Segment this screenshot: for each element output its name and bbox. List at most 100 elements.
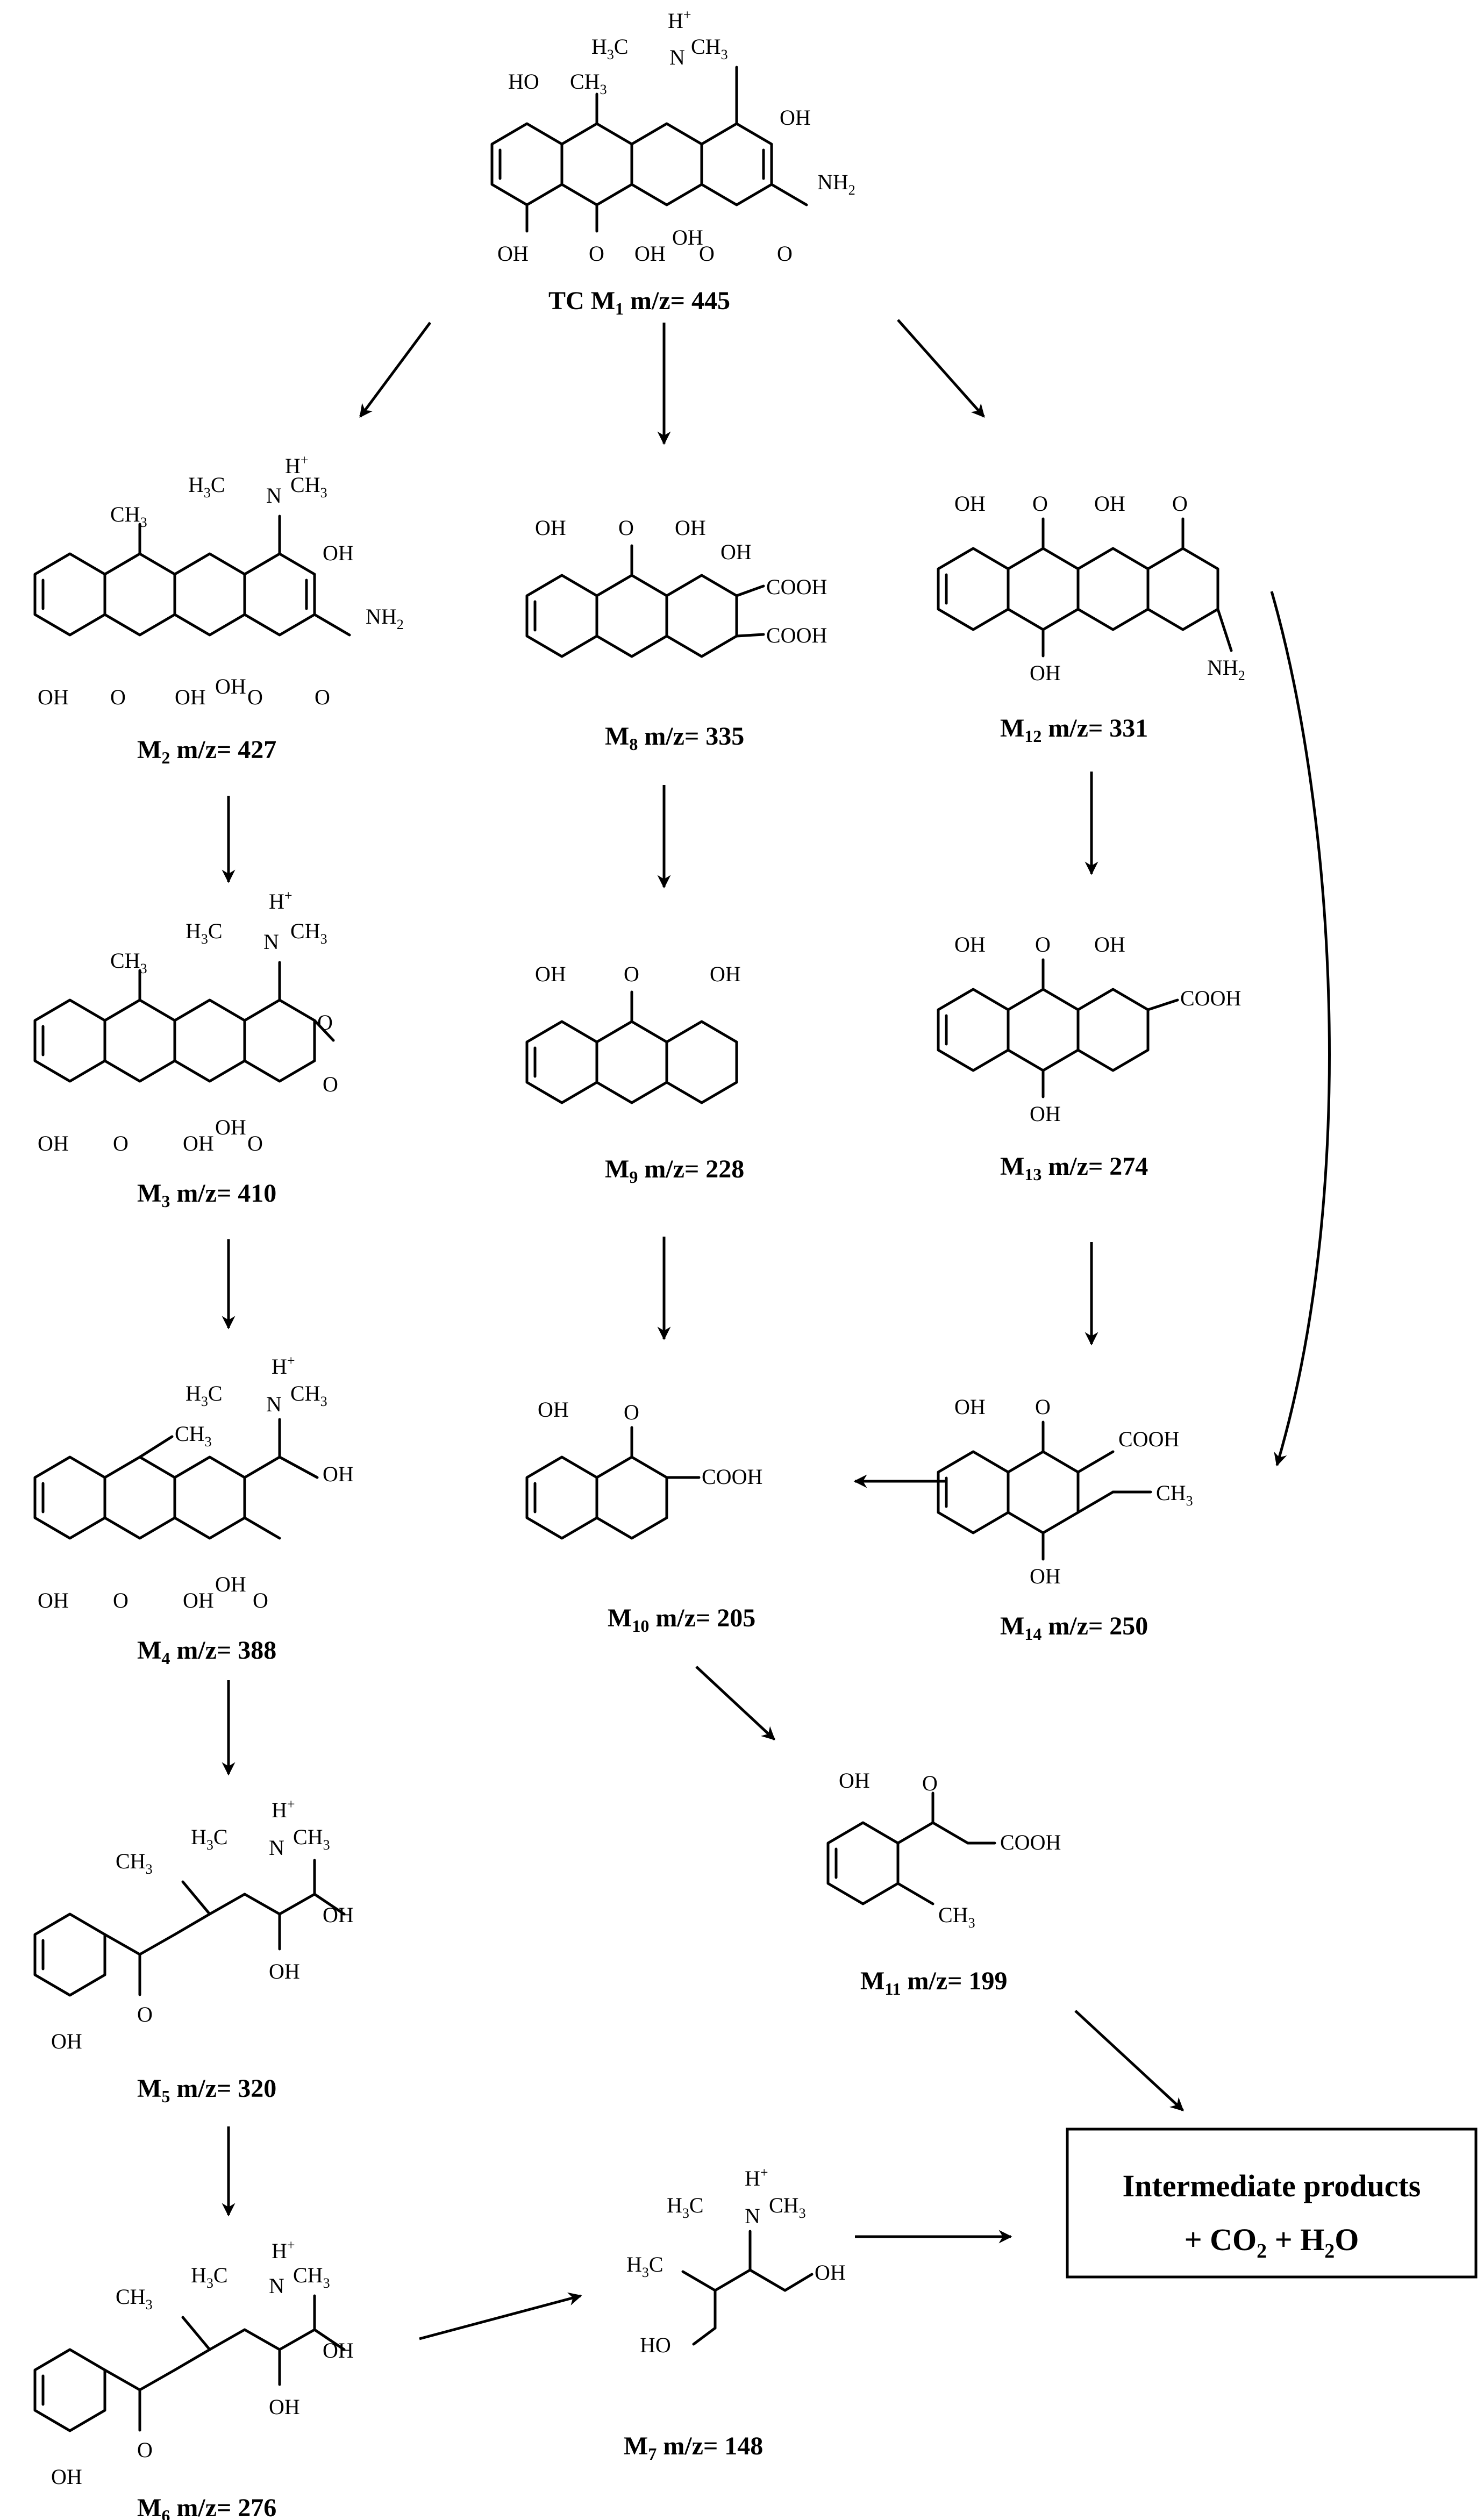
svg-text:N: N	[266, 1392, 282, 1416]
svg-text:OH: OH	[1094, 491, 1125, 516]
svg-text:N: N	[669, 45, 685, 69]
svg-text:OH: OH	[954, 1395, 986, 1419]
svg-text:H3C: H3C	[591, 34, 629, 62]
label-M3: M3 m/z= 410	[137, 1179, 276, 1211]
svg-text:COOH: COOH	[1180, 986, 1241, 1010]
svg-text:H3C: H3C	[191, 2263, 228, 2291]
compound-labels: TC M1 m/z= 445 M2 m/z= 427 M3 m/z= 410 M…	[137, 287, 1148, 2520]
svg-text:COOH: COOH	[1118, 1427, 1179, 1451]
svg-text:H3C: H3C	[626, 2252, 663, 2280]
svg-text:N: N	[269, 1836, 284, 1860]
svg-text:O: O	[699, 241, 715, 266]
svg-text:OH: OH	[675, 516, 706, 540]
svg-text:OH: OH	[323, 1462, 354, 1486]
svg-text:H3C: H3C	[191, 1825, 228, 1853]
svg-text:CH3: CH3	[691, 34, 728, 62]
svg-text:COOH: COOH	[766, 575, 827, 599]
svg-text:OH: OH	[954, 932, 986, 956]
svg-text:OH: OH	[535, 962, 566, 986]
svg-text:O: O	[1172, 491, 1188, 516]
structure-M2	[33, 515, 351, 637]
svg-text:H+: H+	[269, 888, 292, 913]
svg-text:O: O	[137, 2438, 153, 2462]
svg-text:O: O	[110, 685, 126, 709]
label-M7: M7 m/z= 148	[624, 2432, 763, 2464]
label-M11: M11 m/z= 199	[860, 1967, 1008, 1998]
svg-text:O: O	[777, 241, 793, 266]
svg-text:H3C: H3C	[186, 919, 223, 947]
svg-text:H3C: H3C	[188, 473, 225, 501]
label-M12: M12 m/z= 331	[1000, 714, 1148, 746]
svg-text:OH: OH	[38, 1588, 69, 1612]
svg-text:H+: H+	[272, 2237, 295, 2263]
svg-text:COOH: COOH	[1000, 1830, 1061, 1854]
svg-text:O: O	[618, 516, 634, 540]
svg-text:COOH: COOH	[702, 1465, 762, 1489]
structure-M12	[937, 517, 1233, 658]
final-products-box: Intermediate products + CO2 + H2O	[1066, 2128, 1478, 2279]
structure-M6	[33, 2294, 346, 2432]
structure-M9	[525, 990, 738, 1104]
svg-text:OH: OH	[51, 2029, 82, 2053]
structure-M11	[826, 1791, 996, 1905]
svg-text:CH3: CH3	[110, 502, 147, 530]
structure-M8	[525, 544, 765, 658]
svg-text:OH: OH	[215, 1115, 246, 1139]
label-M13: M13 m/z= 274	[1000, 1152, 1148, 1184]
svg-text:CH3: CH3	[293, 2263, 330, 2291]
svg-text:CH3: CH3	[290, 1381, 327, 1409]
svg-text:NH2: NH2	[366, 604, 404, 632]
svg-text:O: O	[922, 1771, 938, 1795]
arrow-M10-M11	[695, 1666, 775, 1740]
svg-text:CH3: CH3	[116, 1849, 153, 1877]
svg-text:N: N	[263, 930, 279, 954]
svg-text:OH: OH	[839, 1768, 870, 1793]
svg-text:OH: OH	[780, 105, 811, 130]
svg-text:N: N	[266, 483, 282, 508]
svg-text:CH3: CH3	[570, 69, 607, 97]
label-M8: M8 m/z= 335	[605, 722, 744, 754]
svg-text:CH3: CH3	[938, 1903, 975, 1931]
svg-text:OH: OH	[710, 962, 741, 986]
final-products-line2: + CO2 + H2O	[1185, 2222, 1359, 2262]
svg-text:O: O	[589, 241, 604, 266]
svg-text:CH3: CH3	[110, 948, 147, 976]
structure-M3	[33, 961, 335, 1083]
svg-text:CH3: CH3	[116, 2285, 153, 2312]
svg-text:OH: OH	[183, 1588, 214, 1612]
svg-text:O: O	[323, 1072, 338, 1096]
svg-text:CH3: CH3	[293, 1825, 330, 1853]
structure-M4	[33, 1418, 319, 1540]
svg-text:CH3: CH3	[290, 473, 327, 501]
pathway-arrows	[222, 319, 1331, 2340]
svg-text:HO: HO	[640, 2333, 671, 2357]
svg-text:OH: OH	[38, 1131, 69, 1155]
svg-text:OH: OH	[1030, 1564, 1061, 1588]
svg-text:H+: H+	[272, 1796, 295, 1822]
svg-text:NH2: NH2	[817, 170, 855, 198]
final-products-line1: Intermediate products	[1123, 2168, 1421, 2203]
svg-text:O: O	[624, 962, 639, 986]
svg-text:OH: OH	[538, 1397, 569, 1422]
svg-text:N: N	[269, 2274, 284, 2298]
svg-text:OH: OH	[634, 241, 666, 266]
svg-text:O: O	[1035, 932, 1051, 956]
svg-text:H+: H+	[285, 452, 309, 478]
svg-text:OH: OH	[1094, 932, 1125, 956]
structure-M14	[937, 1420, 1152, 1561]
svg-text:OH: OH	[269, 1959, 300, 1983]
svg-text:O: O	[317, 1010, 333, 1034]
label-M6: M6 m/z= 276	[137, 2494, 276, 2520]
svg-text:H+: H+	[272, 1353, 295, 1379]
atom-H-plus: H+	[668, 7, 691, 33]
svg-text:OH: OH	[38, 685, 69, 709]
svg-text:O: O	[253, 1588, 268, 1612]
svg-text:OH: OH	[1030, 661, 1061, 685]
svg-text:N: N	[745, 2204, 760, 2228]
svg-text:O: O	[315, 685, 330, 709]
svg-text:OH: OH	[215, 674, 246, 698]
svg-text:OH: OH	[720, 540, 752, 564]
structure-M13	[937, 958, 1179, 1098]
svg-text:OH: OH	[215, 1572, 246, 1596]
